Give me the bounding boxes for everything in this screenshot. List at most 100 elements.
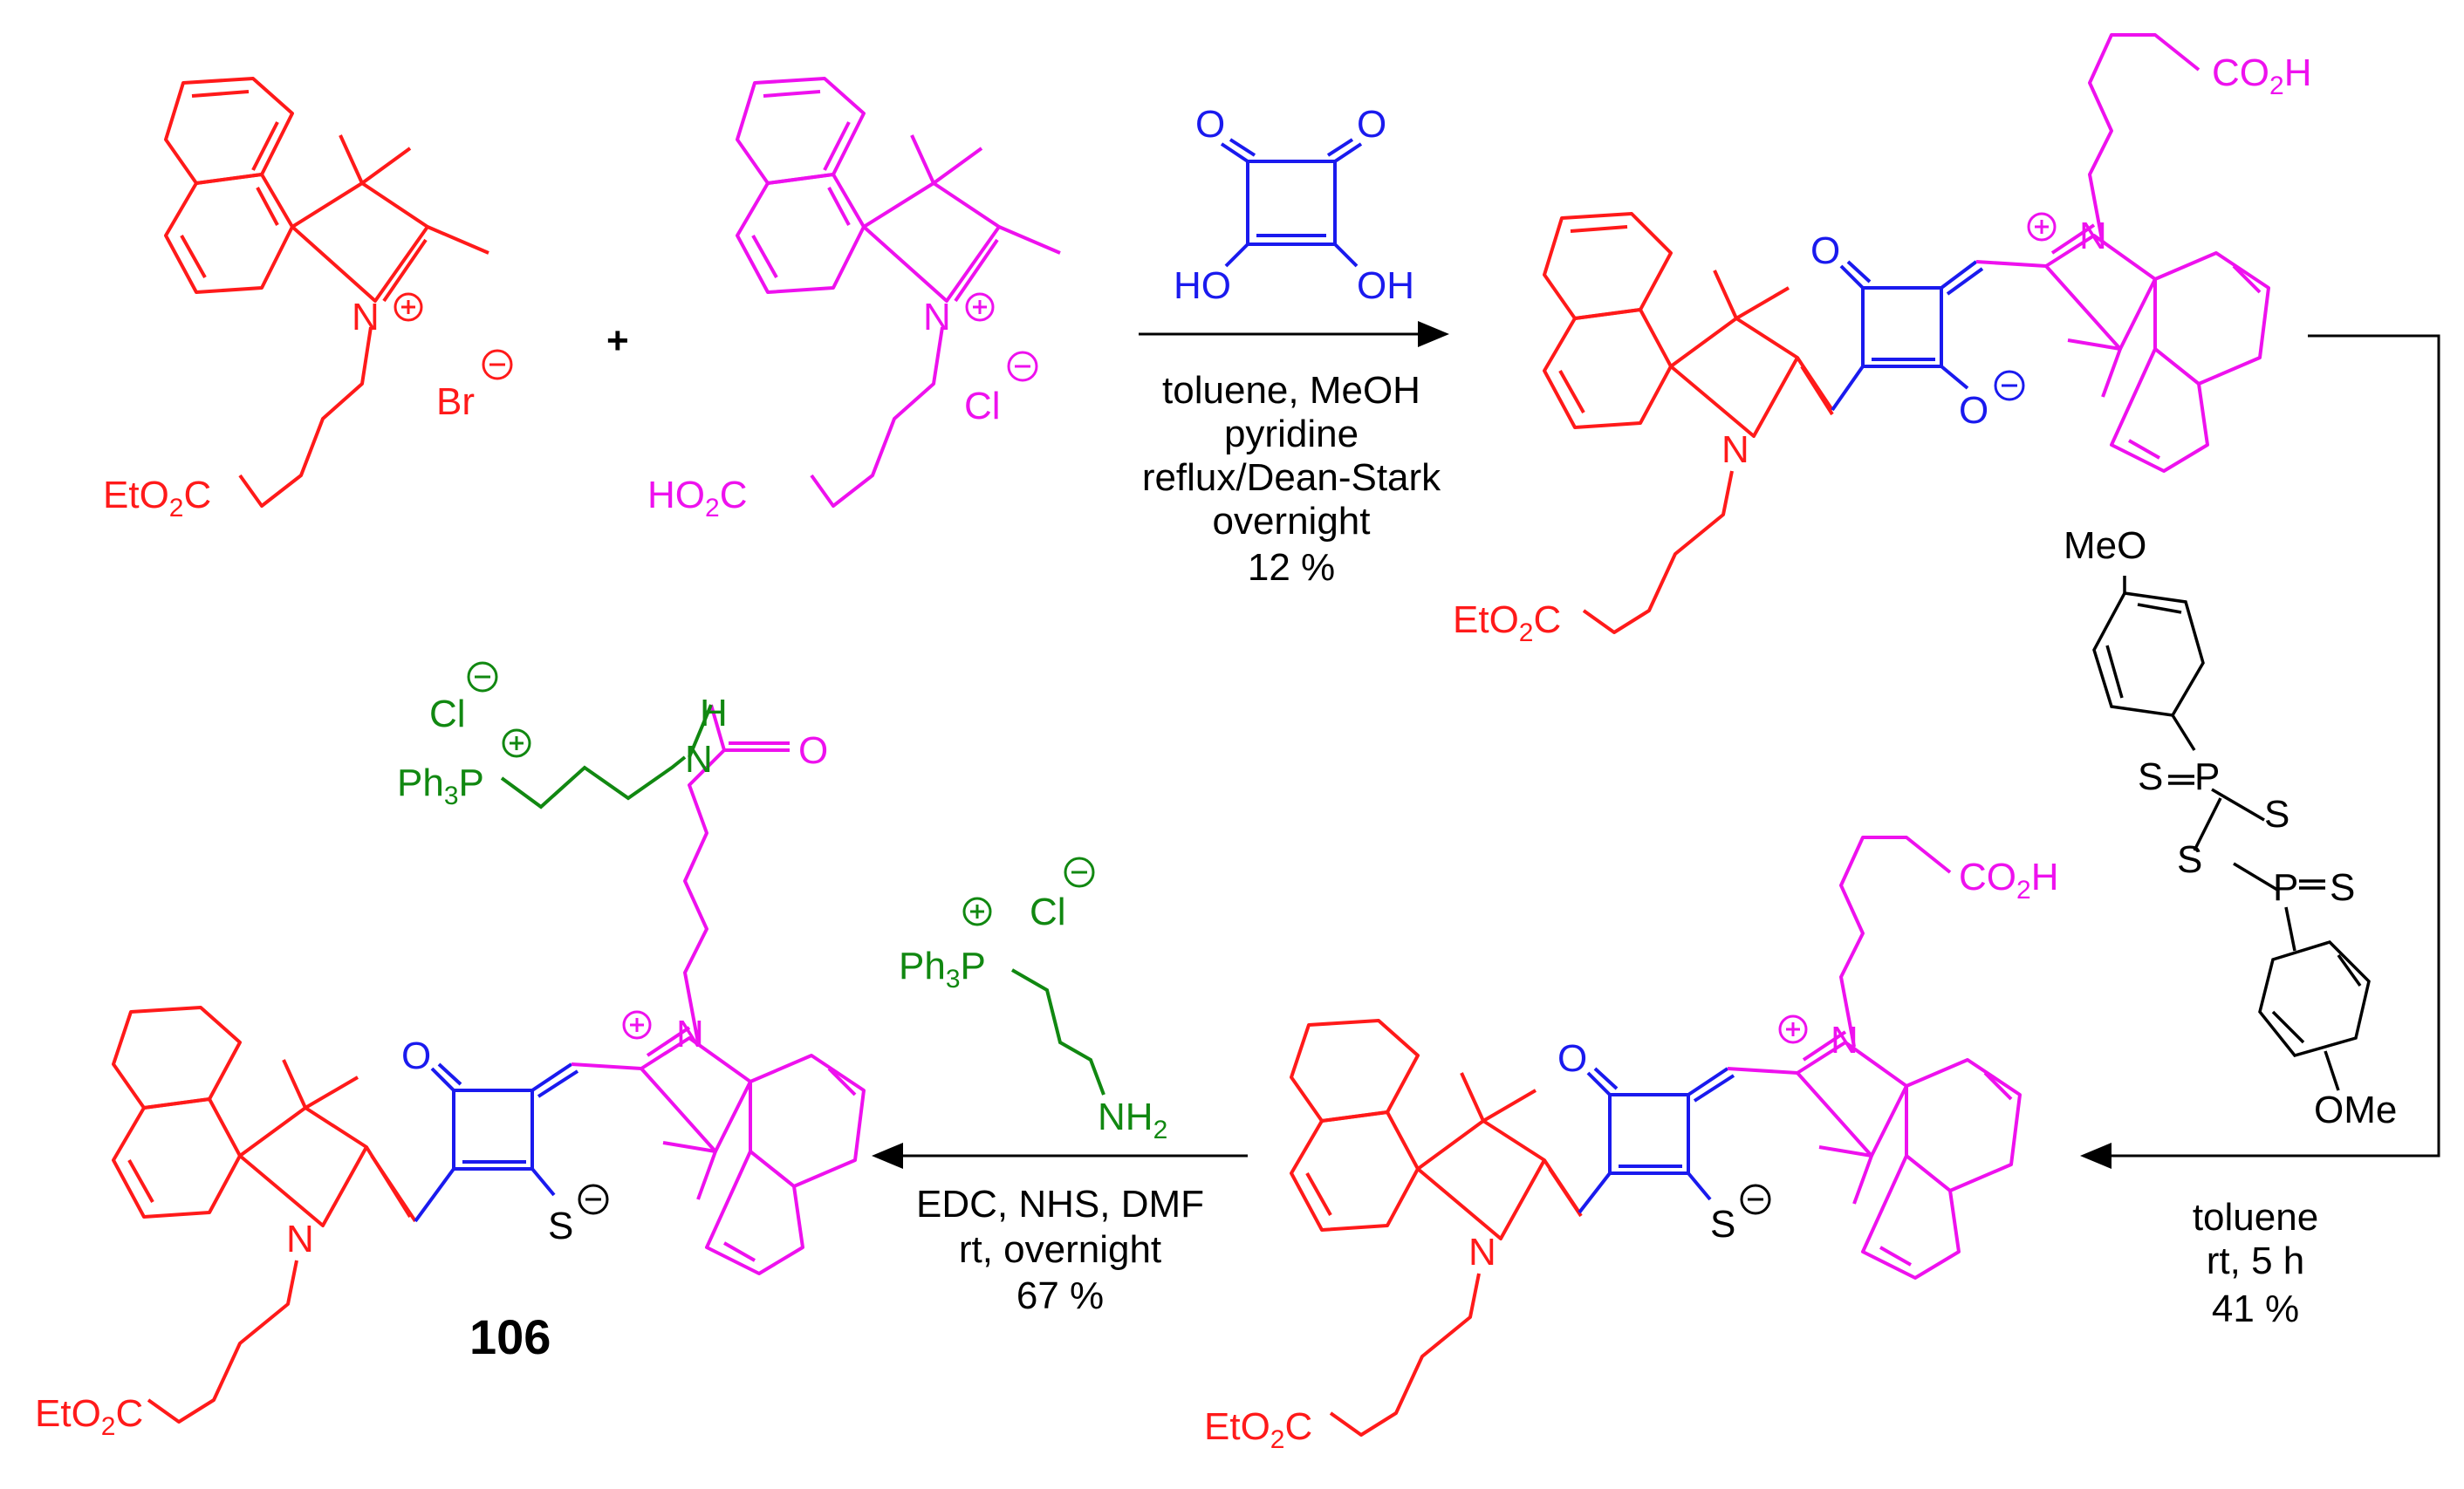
r1-ring-b [164,173,294,294]
r2-acid-label: HO2C [647,474,747,523]
r2-five-ring [862,181,1001,303]
p1-oxide-minus-icon [1994,370,2025,401]
p3-phosphonium-plus-icon [502,728,531,758]
p3-amide-nitrogen: N [685,738,713,781]
product-1-right-structure [1975,33,2270,473]
r1-minus-charge-icon [482,349,513,380]
p3-nitrogen-left: N [286,1218,314,1260]
svg-text:P: P [2273,866,2298,909]
amine-minus-charge-icon [1064,857,1095,888]
p3-amide-h: H [700,692,728,734]
product-1-left-structure [1543,212,1834,634]
step-2-conditions: toluene rt, 5 h 41 % [2193,1196,2318,1330]
p2-oxo-label: O [1557,1037,1587,1080]
p2-nitrogen-left: N [1468,1231,1496,1274]
compound-number-label: 106 [469,1309,551,1364]
svg-text:S: S [2138,755,2163,798]
svg-text:rt, overnight: rt, overnight [959,1228,1161,1271]
p3-ester-label: EtO2C [35,1392,143,1441]
r1-ring-a-inner2 [251,121,279,171]
r1-ring-b-inner [180,235,207,278]
plus-sign: + [606,319,629,362]
svg-text:P: P [2194,755,2220,798]
amine-nh2-label: NH2 [1098,1096,1167,1144]
lawesson-structure [2092,576,2371,1091]
r2-ring-b [736,173,866,294]
p3-counter-ion-minus-icon [467,661,498,693]
svg-text:reflux/Dean-Stark: reflux/Dean-Stark [1142,456,1441,499]
r1-methyl-3 [427,225,489,255]
svg-text:S: S [2330,866,2355,909]
reaction-arrow-2 [2080,334,2440,1169]
product-2-left-structure [1290,1019,1583,1437]
r1-cn-double [382,238,428,303]
p1-oxo-label: O [1810,229,1840,272]
product-1-squaraine-core [1831,260,1984,412]
p1-nitrogen-left: N [1721,428,1749,471]
r1-plus-charge-icon [394,292,423,322]
p3-plus-charge-icon [622,1010,652,1040]
product-3-left-structure [112,1006,417,1424]
p1-oxide-label: O [1959,389,1988,432]
p1-acid-label: CO2H [2212,51,2311,100]
svg-text:EDC, NHS, DMF: EDC, NHS, DMF [916,1183,1204,1226]
amine-plus-charge-icon [962,897,992,926]
r2-plus-charge-icon [965,292,995,322]
r2-alkyl-chain [810,326,944,508]
p3-counter-ion: Cl [429,693,466,735]
squaric-hydroxy-right: OH [1357,264,1414,307]
amine-propyl-chain [1011,968,1105,1096]
svg-text:12 %: 12 % [1248,546,1335,589]
lawesson-methoxy-bottom: OMe [2314,1089,2397,1131]
svg-text:67 %: 67 % [1016,1274,1104,1317]
r1-ring-a-inner [191,90,250,98]
svg-text:S: S [2264,793,2289,836]
r1-counter-ion: Br [436,380,475,423]
r2-nitrogen-label: N [923,296,951,338]
r1-methyl-1 [339,134,364,184]
p3-amide-oxygen: O [798,729,828,772]
r1-ester-label: EtO2C [103,474,211,523]
p3-thiolate-label: S [548,1205,573,1247]
lawesson-labels: S P S S P S [2138,755,2355,909]
p1-ester-label: EtO2C [1453,598,1561,647]
squaric-hydroxy-left: HO [1174,264,1231,307]
r1-nitrogen-label: N [352,296,380,338]
p3-phosphonium-label: Ph3P [397,762,484,810]
p2-acid-label: CO2H [1959,856,2058,905]
r1-five-ring [291,181,429,303]
svg-text:S: S [2177,838,2202,881]
p2-thiolate-label: S [1710,1203,1735,1246]
r1-ring-b-inner2 [256,187,279,226]
reactant-2-structure [736,77,1061,508]
product-2-thio-core [1578,1067,1735,1214]
svg-text:pyridine: pyridine [1224,413,1359,455]
r2-minus-charge-icon [1007,351,1038,382]
svg-text:rt, 5 h: rt, 5 h [2207,1240,2305,1282]
svg-text:toluene: toluene [2193,1196,2318,1239]
p1-nitrogen-right: N [2079,215,2107,257]
p2-thiolate-minus-icon [1740,1184,1771,1215]
r2-counter-ion: Cl [964,385,1001,427]
p3-oxo-label: O [401,1035,431,1077]
lawesson-methoxy-top: MeO [2064,524,2146,567]
step-1-conditions: toluene, MeOH pyridine reflux/Dean-Stark… [1142,369,1441,589]
amine-phosphonium-label: Ph3P [899,945,986,994]
reactant-1-structure [164,77,489,508]
svg-text:toluene, MeOH: toluene, MeOH [1162,369,1420,412]
squaric-acid-structure [1220,138,1363,268]
svg-text:41 %: 41 % [2212,1288,2299,1330]
product-3-right-structure [571,704,866,1275]
p3-nitrogen-right: N [676,1013,704,1055]
r1-methyl-2 [360,147,412,185]
product-3-thio-core [414,1062,579,1223]
r1-alkyl-chain [238,326,373,508]
squaric-oxo-right: O [1357,103,1386,146]
squaric-oxo-left: O [1195,103,1225,146]
p2-plus-charge-icon [1778,1014,1808,1044]
p3-thiolate-minus-icon [578,1184,609,1215]
product-3-phosphonium-tether [500,704,713,809]
p2-ester-label: EtO2C [1204,1405,1312,1454]
